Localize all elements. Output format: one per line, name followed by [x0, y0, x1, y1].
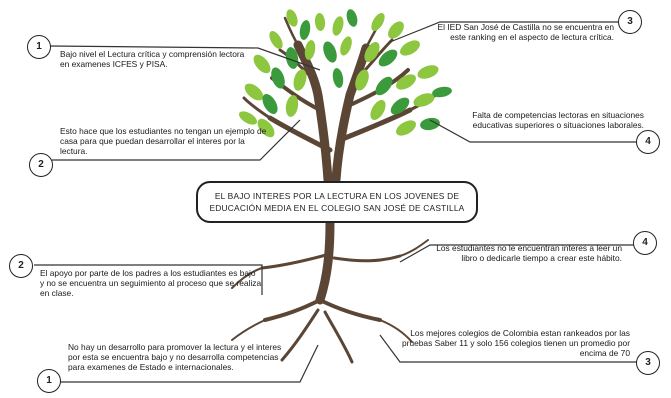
branch-3-number: 3 — [618, 10, 642, 34]
root-1-number: 1 — [37, 369, 61, 393]
branch-4-text: Falta de competencias lectoras en situac… — [472, 110, 644, 131]
branch-2-number: 2 — [29, 153, 53, 177]
root-4-number: 4 — [633, 231, 657, 255]
root-1-text: No hay un desarrollo para promover la le… — [68, 342, 282, 373]
root-4-text: Los estudiantes no le encuentran interes… — [436, 243, 622, 264]
connector-lines — [34, 21, 638, 383]
tree-leaves — [238, 9, 452, 138]
root-2-text: El apoyo por parte de los padres a los e… — [40, 268, 262, 299]
root-3-number: 3 — [636, 351, 660, 375]
central-topic-box: EL BAJO INTERES POR LA LECTURA EN LOS JO… — [196, 181, 478, 223]
branch-4-number: 4 — [636, 130, 660, 154]
branch-1-number: 1 — [27, 35, 51, 59]
central-topic-text: EL BAJO INTERES POR LA LECTURA EN LOS JO… — [209, 191, 465, 213]
tree-roots — [231, 217, 429, 364]
branch-3-text: El IED San José de Castilla no se encuen… — [437, 22, 614, 43]
root-2-number: 2 — [9, 254, 33, 278]
root-3-text: Los mejores colegios de Colombia estan r… — [402, 328, 630, 359]
branch-1-text: Bajo nivel el Lectura crítica y comprens… — [60, 49, 245, 70]
branch-2-text: Esto hace que los estudiantes no tengan … — [60, 126, 267, 157]
